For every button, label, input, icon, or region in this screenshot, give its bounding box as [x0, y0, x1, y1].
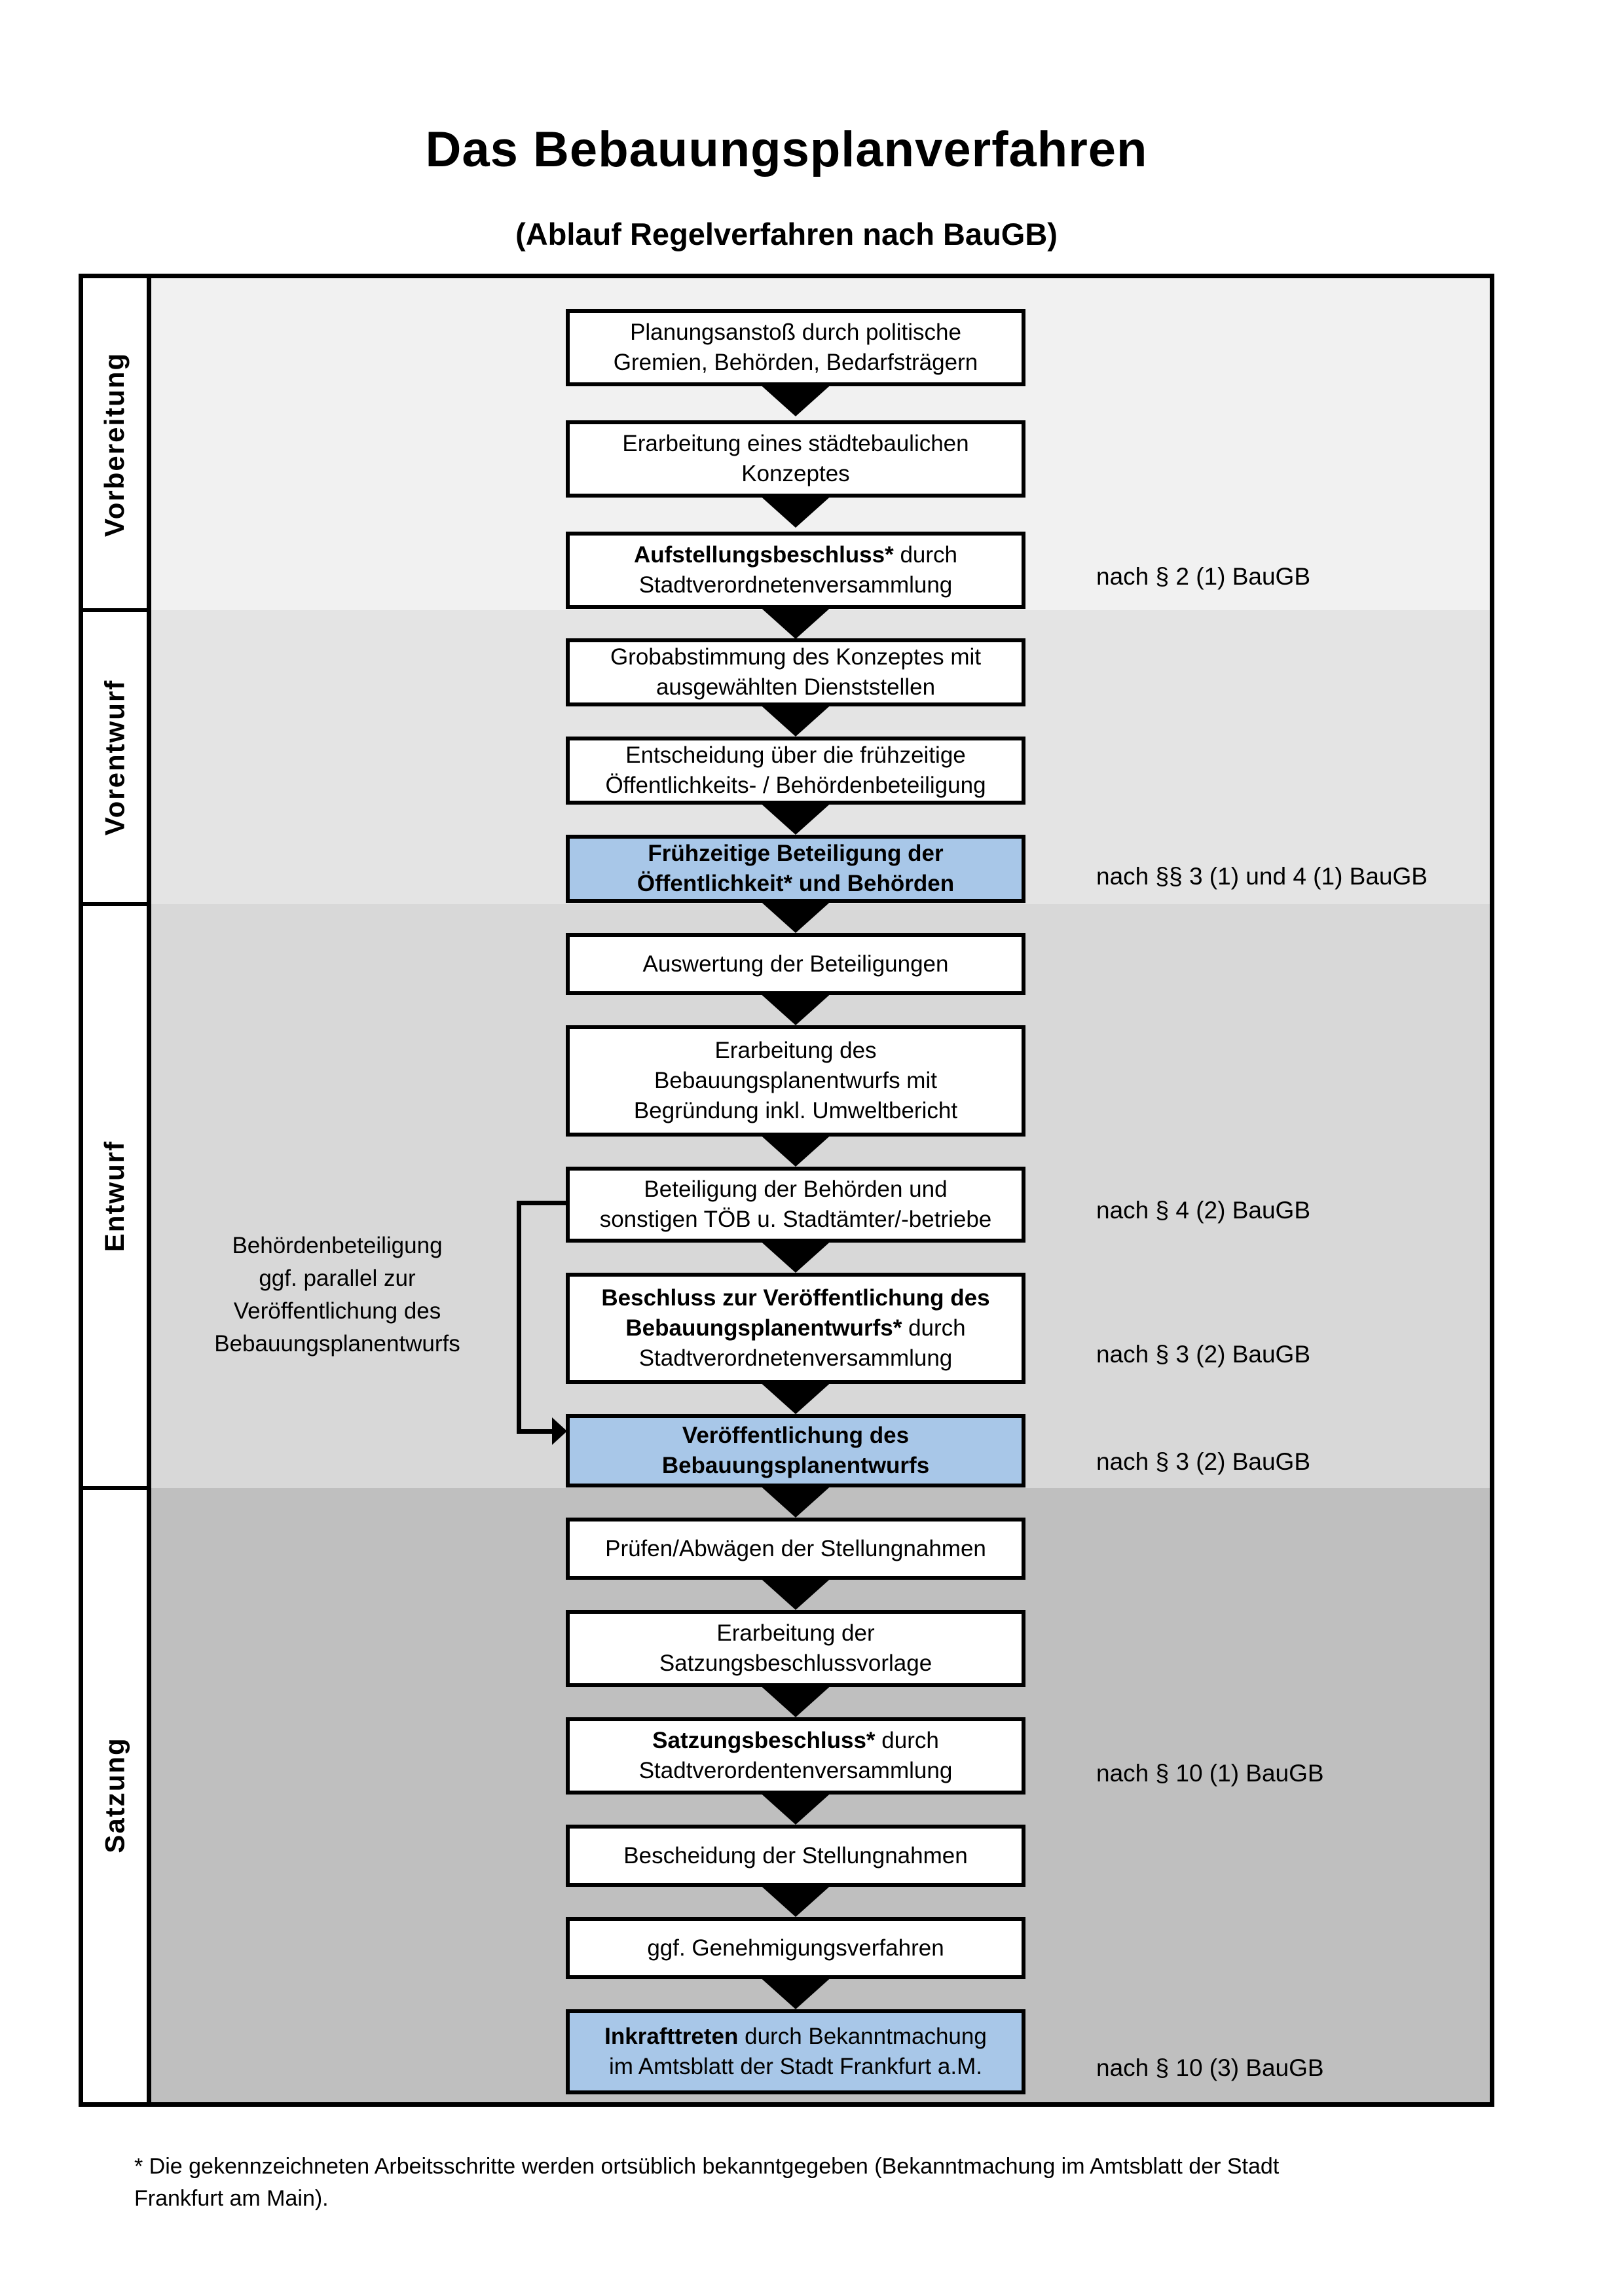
- arrow-down-icon: [758, 1133, 834, 1167]
- label-column-divider: [147, 278, 151, 2102]
- legal-ref-veroeffentlichung: nach § 3 (2) BauGB: [1096, 1448, 1311, 1475]
- flow-box-behoerdenbeteiligung: Beteiligung der Behörden und sonstigen T…: [566, 1167, 1025, 1243]
- arrow-down-icon: [758, 605, 834, 639]
- flow-box-inkrafttreten: Inkrafttreten durch Bekanntmachung im Am…: [566, 2009, 1025, 2094]
- flow-box-veroeffentlichung: Veröffentlichung des Bebauungsplanentwur…: [566, 1414, 1025, 1487]
- phase-boundary-line: [83, 1486, 147, 1490]
- arrow-down-icon: [758, 1239, 834, 1273]
- arrow-down-icon: [758, 1683, 834, 1717]
- legal-ref-fruehzeitige-beteiligung: nach §§ 3 (1) und 4 (1) BauGB: [1096, 863, 1428, 890]
- arrow-down-icon: [758, 801, 834, 835]
- arrow-down-icon: [758, 702, 834, 737]
- page-subtitle: (Ablauf Regelverfahren nach BauGB): [515, 217, 1058, 251]
- flow-box-entscheidung-beteiligung: Entscheidung über die frühzeitige Öffent…: [566, 737, 1025, 805]
- flow-box-auswertung: Auswertung der Beteiligungen: [566, 933, 1025, 995]
- arrow-right-icon: [552, 1417, 567, 1445]
- legal-ref-aufstellungsbeschluss: nach § 2 (1) BauGB: [1096, 563, 1311, 590]
- legal-ref-veroeffentlichungsbeschluss: nach § 3 (2) BauGB: [1096, 1341, 1311, 1368]
- flow-box-grobabstimmung: Grobabstimmung des Konzeptes mit ausgewä…: [566, 638, 1025, 706]
- arrow-down-icon: [758, 1975, 834, 2009]
- parallel-connector-line: [517, 1201, 521, 1434]
- parallel-note: Behördenbeteiligung ggf. parallel zur Ve…: [214, 1233, 460, 1357]
- flow-box-satzungsbeschluss: Satzungsbeschluss* durch Stadtverordente…: [566, 1717, 1025, 1795]
- footnote: * Die gekennzeichneten Arbeitsschritte w…: [134, 2154, 1280, 2211]
- phase-boundary-line: [83, 608, 147, 612]
- arrow-down-icon: [758, 899, 834, 933]
- legal-ref-behoerdenbeteiligung: nach § 4 (2) BauGB: [1096, 1197, 1311, 1224]
- page-title: Das Bebauungsplanverfahren: [425, 122, 1148, 177]
- flow-box-bescheidung: Bescheidung der Stellungnahmen: [566, 1825, 1025, 1887]
- flow-box-satzungsbeschlussvorlage: Erarbeitung der Satzungsbeschlussvorlage: [566, 1610, 1025, 1687]
- parallel-connector-line: [517, 1201, 566, 1205]
- arrow-down-icon: [758, 1791, 834, 1825]
- legal-ref-satzungsbeschluss: nach § 10 (1) BauGB: [1096, 1760, 1324, 1787]
- flow-box-konzept-erarbeitung: Erarbeitung eines städtebaulichen Konzep…: [566, 420, 1025, 498]
- arrow-down-icon: [758, 382, 834, 416]
- arrow-down-icon: [758, 1484, 834, 1518]
- diagram-frame: [79, 274, 1494, 2107]
- flow-box-genehmigungsverfahren: ggf. Genehmigungsverfahren: [566, 1917, 1025, 1979]
- flow-box-entwurf-erarbeitung: Erarbeitung des Bebauungsplanentwurfs mi…: [566, 1025, 1025, 1137]
- arrow-down-icon: [758, 494, 834, 528]
- arrow-down-icon: [758, 1380, 834, 1414]
- arrow-down-icon: [758, 991, 834, 1025]
- flow-box-planungsanstoss: Planungsanstoß durch politische Gremien,…: [566, 309, 1025, 386]
- legal-ref-inkrafttreten: nach § 10 (3) BauGB: [1096, 2054, 1324, 2081]
- arrow-down-icon: [758, 1576, 834, 1610]
- parallel-connector-line: [517, 1429, 553, 1434]
- phase-label-column: [83, 278, 147, 2102]
- flow-box-aufstellungsbeschluss: Aufstellungsbeschluss* durch Stadtverord…: [566, 532, 1025, 609]
- arrow-down-icon: [758, 1883, 834, 1917]
- phase-boundary-line: [83, 902, 147, 906]
- flow-box-fruehzeitige-beteiligung: Frühzeitige Beteiligung der Öffentlichke…: [566, 835, 1025, 903]
- flow-box-pruefen-abwaegen: Prüfen/Abwägen der Stellungnahmen: [566, 1518, 1025, 1580]
- flow-box-veroeffentlichungsbeschluss: Beschluss zur Veröffentlichung des Bebau…: [566, 1273, 1025, 1384]
